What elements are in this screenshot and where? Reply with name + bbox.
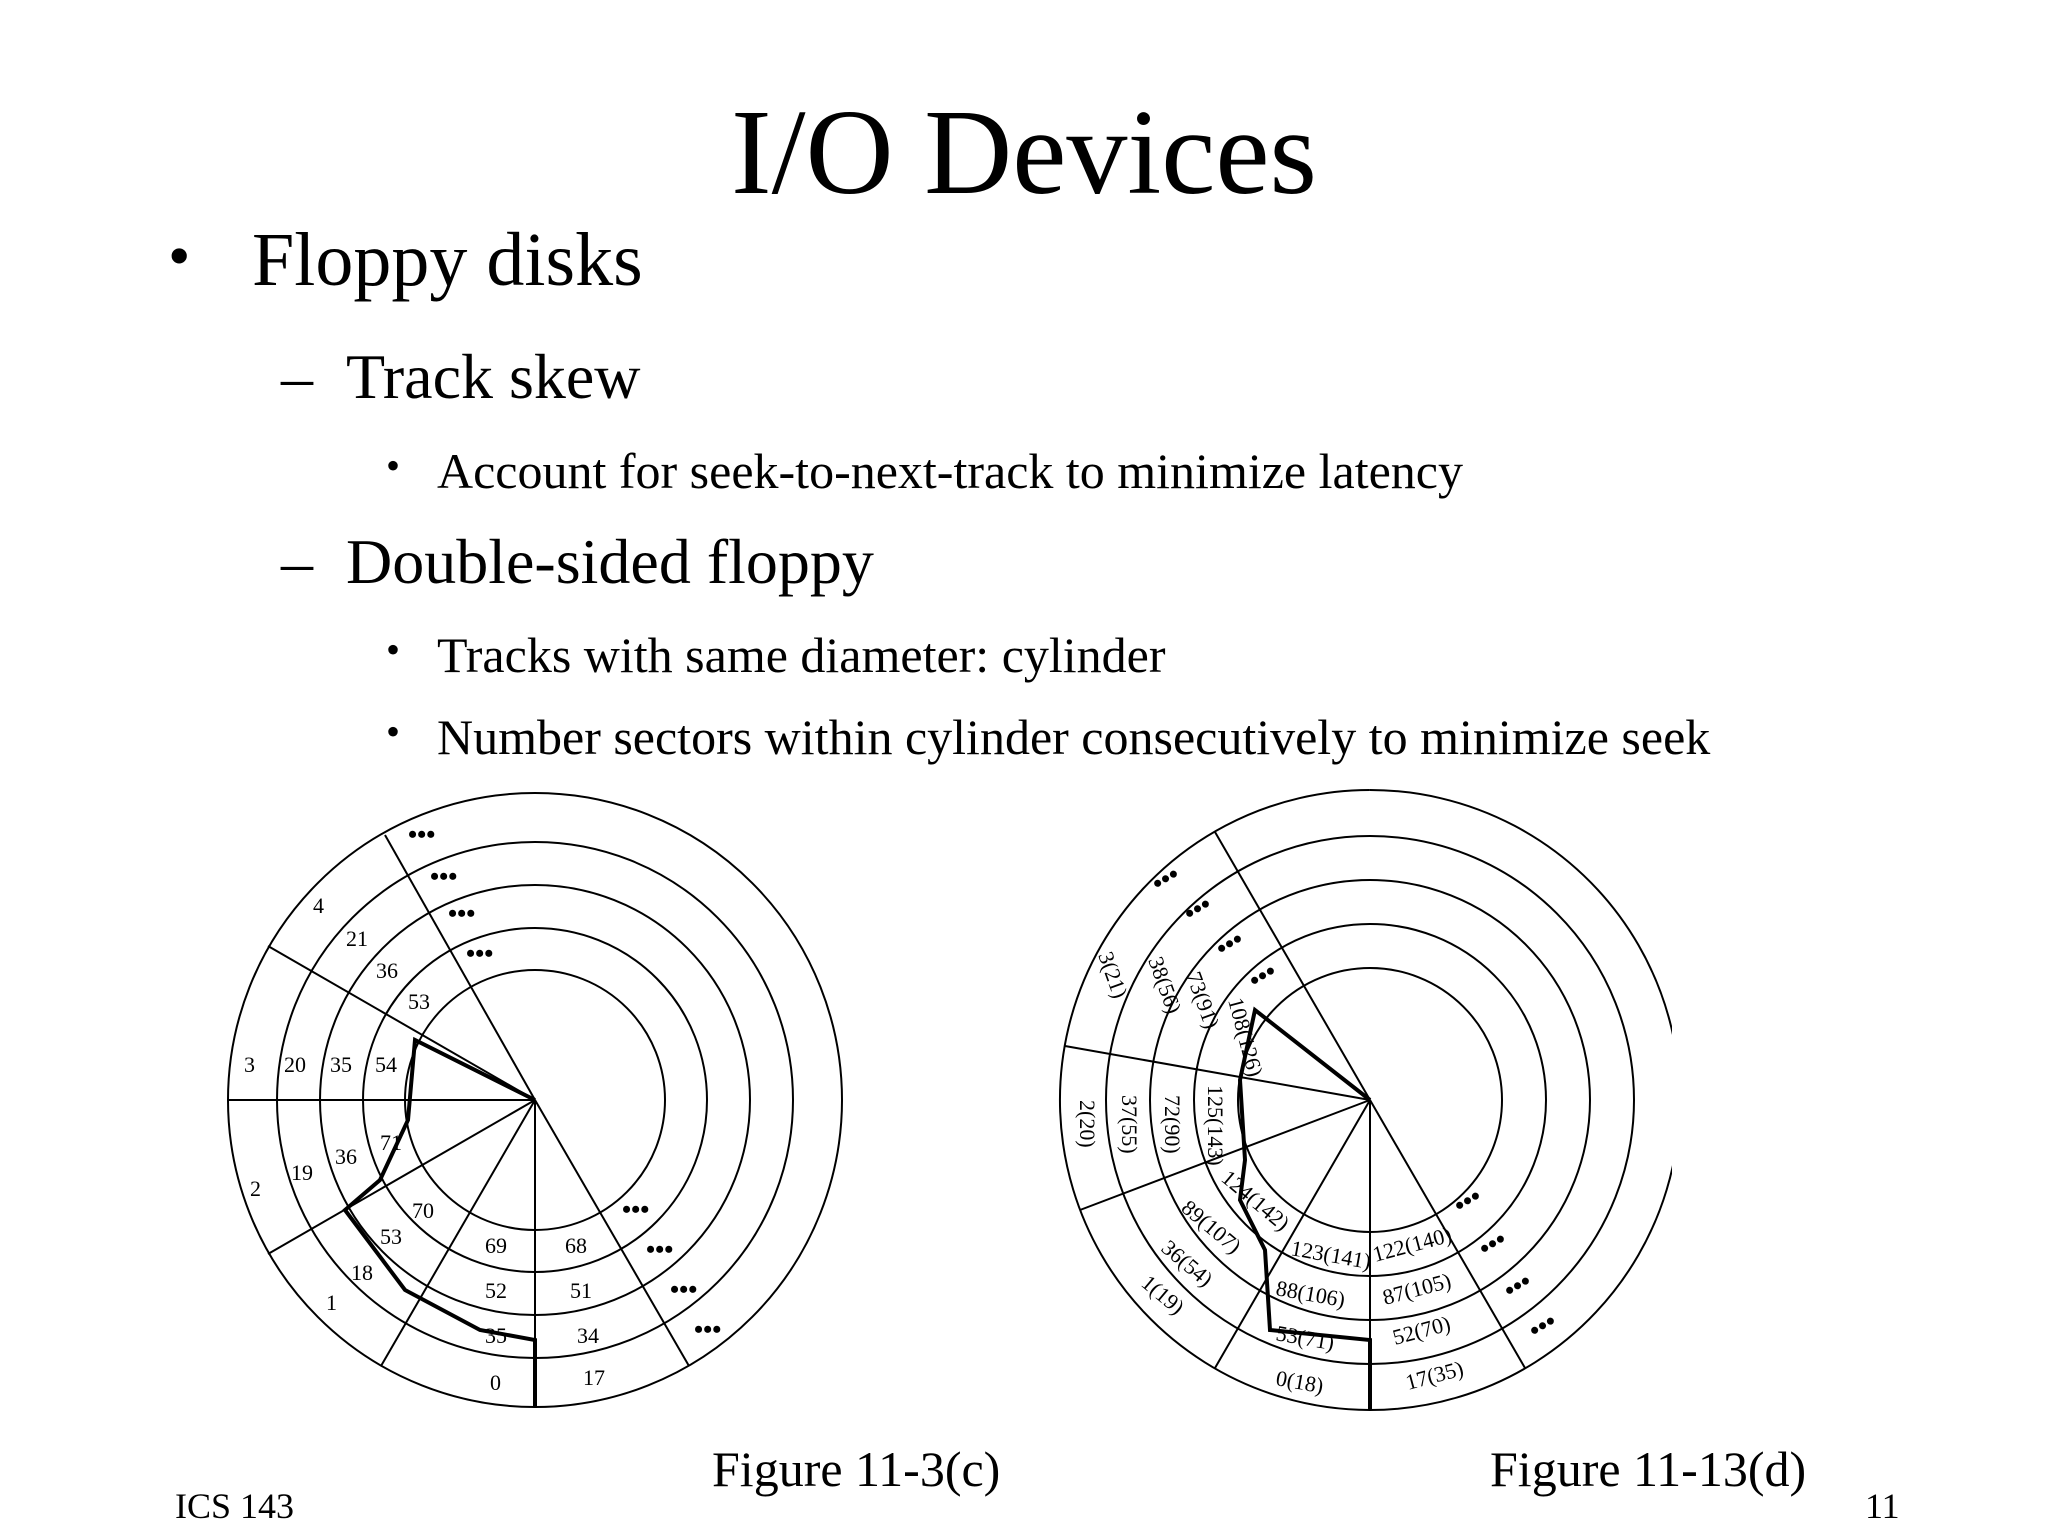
sector-label: 68 <box>565 1233 587 1258</box>
skew-path <box>342 1036 537 1407</box>
sector-line <box>267 945 536 1101</box>
sector-line <box>267 1099 536 1255</box>
ellipsis-dots: ••• <box>430 862 457 891</box>
disk-left <box>227 792 843 1408</box>
sector-line <box>534 1099 690 1367</box>
disk-left-labels: 4 21 36 53 3 20 35 54 2 19 36 71 70 53 1… <box>244 893 605 1395</box>
bullet-text: Floppy disks <box>252 218 643 302</box>
sector-label: 36 <box>376 958 398 983</box>
bullet-mark: • <box>386 627 401 672</box>
sector-label: 123(141) <box>1289 1235 1373 1274</box>
sector-label: 34 <box>577 1323 599 1348</box>
ellipsis-dots: ••• <box>1499 1266 1537 1305</box>
ellipsis-dots: ••• <box>408 820 435 849</box>
sector-label: 37(55) <box>1117 1095 1142 1154</box>
footer-course: ICS 143 <box>175 1486 295 1526</box>
sector-label: 3 <box>244 1052 255 1077</box>
sector-line <box>1214 831 1371 1101</box>
ellipsis-dots: ••• <box>1179 889 1217 928</box>
bullet-mark: • <box>386 443 401 488</box>
figure-caption-right: Figure 11-13(d) <box>1490 1441 1807 1497</box>
ellipsis-dots: ••• <box>466 939 493 968</box>
dash-mark: – <box>281 341 313 412</box>
sector-label: 38(56) <box>1143 953 1187 1017</box>
ellipsis-dots: ••• <box>670 1275 697 1304</box>
sector-label: 2 <box>250 1176 261 1201</box>
ellipsis-dots: ••• <box>1474 1224 1512 1263</box>
bullet-mark: • <box>386 709 401 754</box>
disk-left-ellipses: ••• ••• ••• ••• ••• ••• ••• ••• <box>408 820 721 1344</box>
sector-label: 52 <box>485 1278 507 1303</box>
sector-label: 17 <box>583 1365 605 1390</box>
sector-label: 70 <box>412 1198 434 1223</box>
sector-label: 52(70) <box>1390 1311 1453 1350</box>
sector-label: 0(18) <box>1274 1365 1325 1398</box>
disk-right <box>1058 789 1702 1411</box>
sector-label: 1 <box>326 1290 337 1315</box>
ellipsis-dots: ••• <box>1244 956 1282 995</box>
subbullet-text: Track skew <box>346 341 641 412</box>
sector-label: 36 <box>335 1144 357 1169</box>
sector-line <box>1369 1099 1526 1369</box>
subbullet-text: Double-sided floppy <box>346 526 874 597</box>
sector-label: 51 <box>570 1278 592 1303</box>
sector-label: 35 <box>330 1052 352 1077</box>
sector-label: 0 <box>490 1370 501 1395</box>
slide-title: I/O Devices <box>730 85 1318 220</box>
sector-label: 72(90) <box>1160 1095 1185 1154</box>
sector-label: 21 <box>346 926 368 951</box>
sector-label: 69 <box>485 1233 507 1258</box>
point-text: Number sectors within cylinder consecuti… <box>437 709 1711 765</box>
sector-line <box>1214 1099 1371 1369</box>
sector-label: 71 <box>380 1130 402 1155</box>
ellipsis-dots: ••• <box>622 1195 649 1224</box>
sector-label: 108(126) <box>1223 995 1268 1079</box>
sector-label: 3(21) <box>1093 948 1133 1001</box>
ellipsis-dots: ••• <box>1449 1181 1487 1220</box>
ellipsis-dots: ••• <box>1211 924 1249 963</box>
sector-line <box>384 834 536 1101</box>
point-text: Tracks with same diameter: cylinder <box>437 627 1166 683</box>
sector-label: 19 <box>291 1160 313 1185</box>
sector-label: 125(143) <box>1203 1085 1228 1166</box>
ellipsis-dots: ••• <box>448 899 475 928</box>
sector-label: 2(20) <box>1075 1100 1100 1148</box>
sector-label: 4 <box>313 893 324 918</box>
skew-path <box>1237 1006 1372 1410</box>
sector-label: 88(106) <box>1274 1275 1347 1312</box>
sector-label: 53 <box>408 989 430 1014</box>
sector-line <box>1064 1045 1371 1101</box>
sector-label: 18 <box>351 1260 373 1285</box>
sector-label: 54 <box>375 1052 397 1077</box>
sector-line <box>380 1099 536 1367</box>
bullet-mark: • <box>168 220 191 291</box>
ellipsis-dots: ••• <box>694 1315 721 1344</box>
sector-label: 20 <box>284 1052 306 1077</box>
sector-label: 53 <box>380 1224 402 1249</box>
footer-page-number: 11 <box>1865 1486 1900 1526</box>
figure-caption-left: Figure 11-3(c) <box>712 1441 1001 1497</box>
sector-line <box>1079 1099 1371 1211</box>
sector-label: 73(91) <box>1181 968 1225 1032</box>
sector-label: 35 <box>485 1323 507 1348</box>
ellipsis-dots: ••• <box>1524 1306 1562 1345</box>
crop-mask <box>1672 790 1702 1410</box>
dash-mark: – <box>281 526 313 597</box>
ellipsis-dots: ••• <box>1147 859 1185 898</box>
point-text: Account for seek-to-next-track to minimi… <box>437 443 1463 499</box>
ellipsis-dots: ••• <box>646 1235 673 1264</box>
